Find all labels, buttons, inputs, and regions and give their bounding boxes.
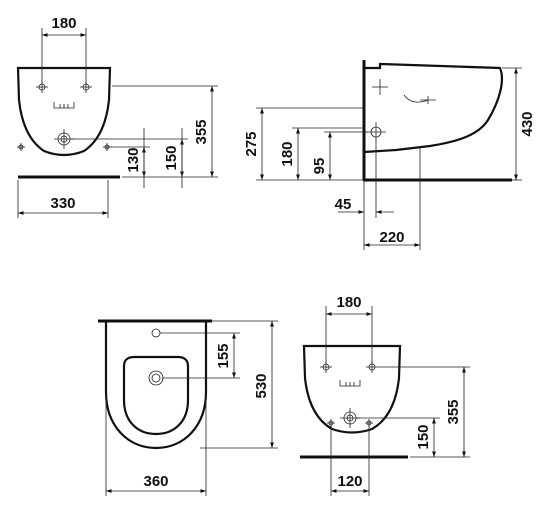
dim-label: 155 (215, 343, 232, 368)
dim-label: 275 (243, 131, 260, 156)
bowl-plan-outline (104, 322, 208, 450)
bolt-icon (327, 419, 335, 427)
dim-label: 150 (163, 145, 180, 170)
dim-label: 45 (335, 196, 352, 213)
bowl-outline (302, 344, 402, 434)
dim-label: 130 (125, 147, 142, 172)
bowl-side-outline (363, 62, 504, 154)
bolt-icon (365, 419, 373, 427)
bolt-icon (17, 143, 25, 151)
dim-label: 180 (279, 141, 296, 166)
drain-icon (366, 122, 386, 142)
dim-label: 95 (311, 158, 328, 175)
outlet-icon (403, 94, 436, 104)
dim-label: 180 (51, 15, 76, 32)
side-view: 275 180 95 430 45 220 (243, 60, 536, 250)
dim-label: 355 (445, 399, 462, 424)
bolt-icon (103, 143, 111, 151)
front-view-bottom: 180 150 355 120 (300, 294, 470, 496)
outlet-icon (53, 102, 75, 109)
dim-label: 150 (415, 424, 432, 449)
front-view-top: 180 330 130 150 355 (16, 15, 218, 218)
dim-label: 220 (379, 229, 404, 246)
dim-label: 430 (519, 111, 536, 136)
dim-label: 120 (337, 473, 362, 490)
bowl-outline (16, 66, 112, 157)
bowl-inner-outline (122, 355, 190, 436)
dim-label: 355 (193, 119, 210, 144)
outlet-icon (339, 380, 361, 387)
tap-hole-icon (151, 328, 161, 338)
dim-label: 330 (50, 195, 75, 212)
fixing-hole-icon (372, 79, 388, 95)
drain-icon (148, 370, 164, 386)
dim-label: 530 (253, 373, 270, 398)
plan-view: 155 530 360 (98, 319, 278, 496)
dim-label: 360 (143, 473, 168, 490)
dim-label: 180 (336, 294, 361, 311)
